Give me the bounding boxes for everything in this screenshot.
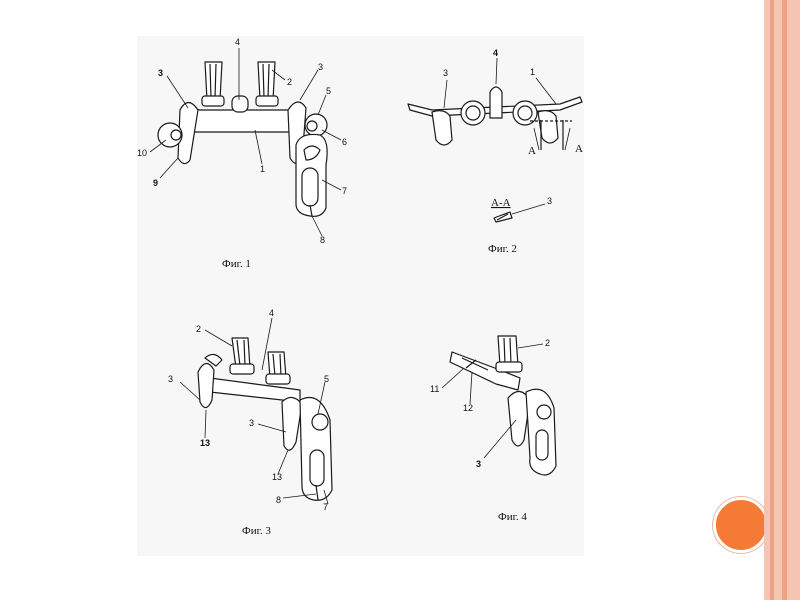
fig1-label-3-right: 3 <box>318 62 323 72</box>
fig3-label-2: 2 <box>196 324 201 334</box>
fig3-label-8: 8 <box>276 495 281 505</box>
fig1-label-9: 9 <box>153 178 158 188</box>
fig2-caption: Фиг. 2 <box>488 243 517 255</box>
stripe <box>764 0 770 600</box>
fig2-label-A-right: A <box>575 143 583 155</box>
fig3-label-13-right: 13 <box>272 472 282 482</box>
fig2-section-label: A-A <box>491 197 511 209</box>
figure-4-drawing <box>449 335 557 476</box>
fig1-label-10: 10 <box>137 148 147 158</box>
fig3-label-5: 5 <box>324 374 329 384</box>
stripe <box>787 0 800 600</box>
fig1-label-3-left: 3 <box>158 68 163 78</box>
fig3-label-4: 4 <box>269 308 274 318</box>
fig3-label-13-left: 13 <box>200 438 210 448</box>
stripe <box>774 0 782 600</box>
fig3-label-7: 7 <box>323 502 328 512</box>
fig2-label-3: 3 <box>443 68 448 78</box>
fig4-label-11: 11 <box>430 384 439 394</box>
decorative-orange-circle <box>713 497 769 553</box>
fig1-label-5: 5 <box>326 86 331 96</box>
stripe <box>770 0 774 600</box>
fig2-label-A-left: A <box>528 145 536 157</box>
fig2-label-1: 1 <box>530 67 535 77</box>
fig3-label-3-right: 3 <box>249 418 254 428</box>
fig1-label-1: 1 <box>260 164 265 174</box>
fig1-label-7: 7 <box>342 186 347 196</box>
fig1-label-4: 4 <box>235 37 240 47</box>
figure-1-drawing <box>157 61 328 217</box>
fig4-label-12: 12 <box>463 403 473 413</box>
fig1-caption: Фиг. 1 <box>222 258 251 270</box>
fig2-label-4: 4 <box>493 48 498 58</box>
fig1-label-6: 6 <box>342 137 347 147</box>
fig4-caption: Фиг. 4 <box>498 511 527 523</box>
fig4-label-3: 3 <box>476 459 481 469</box>
fig2-label-3-section: 3 <box>547 196 552 206</box>
fig3-label-3-left: 3 <box>168 374 173 384</box>
figure-3-drawing <box>197 337 333 501</box>
fig1-label-8: 8 <box>320 235 325 245</box>
fig4-label-2: 2 <box>545 338 550 348</box>
fig1-label-2: 2 <box>287 77 292 87</box>
stripe <box>782 0 787 600</box>
slide: 4 3 2 3 5 10 6 9 1 7 8 Фиг. 1 4 3 1 A A … <box>137 37 769 553</box>
decorative-side-stripes <box>764 0 800 600</box>
figure-2-drawing <box>407 86 583 223</box>
fig3-caption: Фиг. 3 <box>242 525 271 537</box>
